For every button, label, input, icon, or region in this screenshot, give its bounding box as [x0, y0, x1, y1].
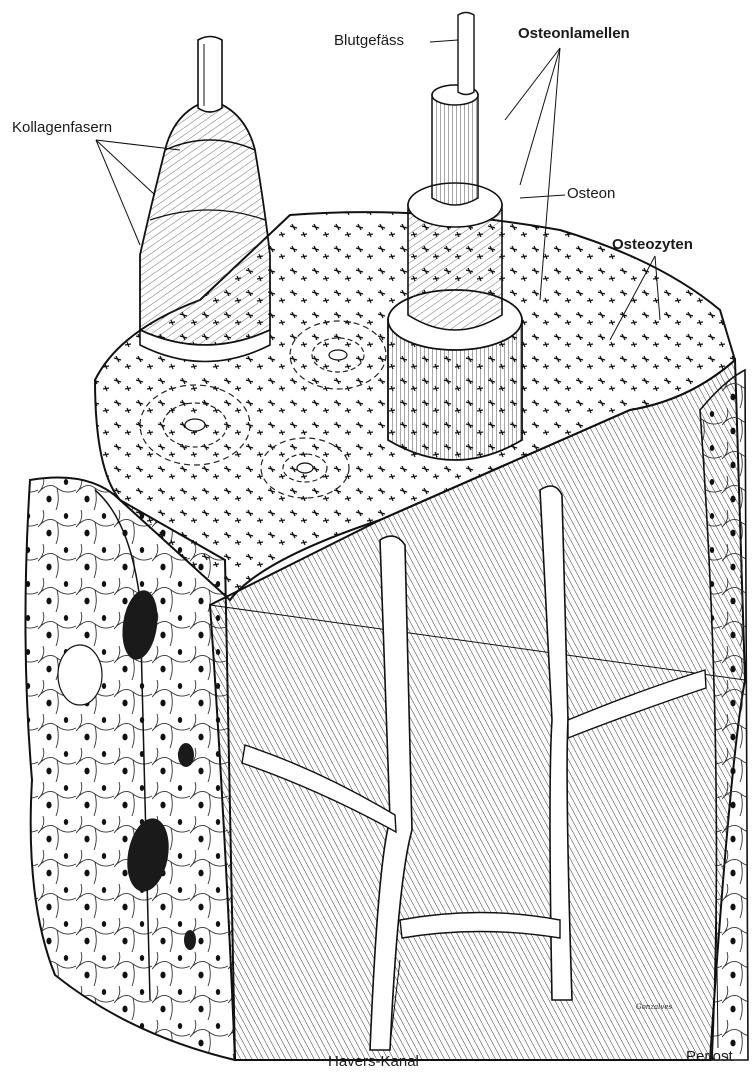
- label-periost: Periost: [686, 1049, 733, 1064]
- label-osteon: Osteon: [567, 186, 615, 201]
- label-osteonlamellen: Osteonlamellen: [518, 26, 630, 41]
- collagen-fiber-bundle: [140, 37, 270, 362]
- label-osteozyten: Osteozyten: [612, 237, 693, 252]
- osteon-cylinder: [388, 13, 522, 461]
- label-blutgefaess: Blutgefäss: [334, 33, 404, 48]
- artist-signature: Gonzalves: [636, 1003, 673, 1011]
- label-kollagenfasern: Kollagenfasern: [12, 120, 112, 135]
- label-havers-kanal: Havers-Kanal: [328, 1054, 419, 1069]
